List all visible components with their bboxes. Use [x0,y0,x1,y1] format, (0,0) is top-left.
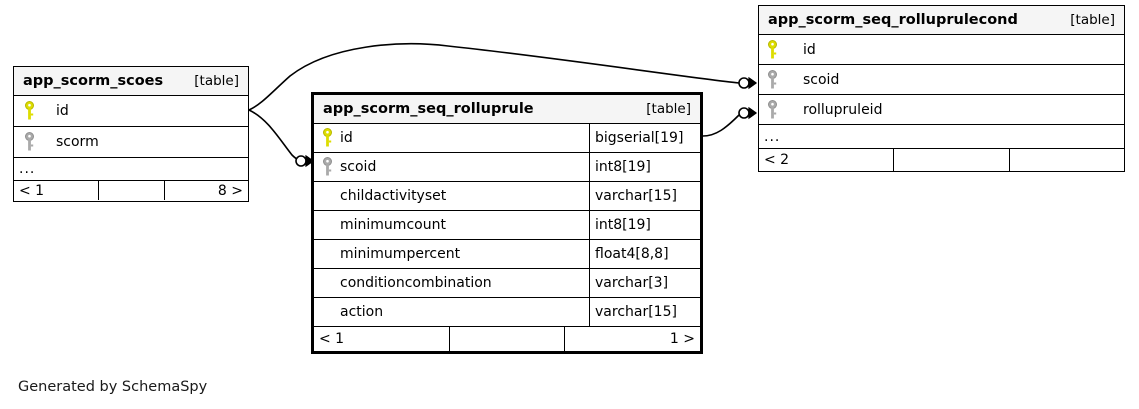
table-footer: < 1 1 > [314,327,700,351]
footer-child-count [1009,149,1124,171]
footer-middle [98,181,164,200]
table-row[interactable]: id [759,35,1124,65]
table-row[interactable]: minimumpercent float4[8,8] [314,240,700,269]
ellipsis-label: ... [764,128,781,145]
column-name: minimumcount [340,217,446,233]
more-columns-indicator: ... [14,158,248,181]
column-name: id [803,41,816,58]
column-type: int8[19] [589,211,700,239]
footer-child-count: 1 > [564,327,700,351]
table-row[interactable]: childactivityset varchar[15] [314,182,700,211]
footer-middle [893,149,1009,171]
table-row[interactable]: scoid [759,65,1124,95]
primary-key-icon [14,96,44,126]
crowsfoot-rolluprulecond-scoid [748,76,758,90]
table-type-tag: [table] [194,73,239,89]
table-header-app-scorm-seq-rolluprulecond: app_scorm_seq_rolluprulecond [table] [759,6,1124,35]
column-name: action [340,304,384,320]
footer-middle [449,327,564,351]
column-type: float4[8,8] [589,240,700,268]
footer-child-count: 8 > [164,181,248,200]
table-header-app-scorm-scoes: app_scorm_scoes [table] [14,67,248,96]
footer-parent-count: < 1 [319,331,345,347]
table-footer: < 1 8 > [14,181,248,200]
foreign-key-icon [759,65,785,94]
edge-scoes-to-rolluprule [248,109,301,162]
edge-endpoint-circle-rolluprule-scoid [295,155,307,167]
column-type: varchar[15] [589,182,700,210]
footer-parent-count: < 2 [764,152,790,168]
column-name: scoid [340,159,377,175]
table-type-tag: [table] [646,101,691,117]
table-row[interactable]: action varchar[15] [314,298,700,327]
column-type: varchar[3] [589,269,700,297]
ellipsis-label: ... [19,161,36,177]
no-key-placeholder [314,182,340,210]
column-name: scorm [56,134,99,150]
generated-by-credit: Generated by SchemaSpy [18,379,208,395]
foreign-key-icon [759,95,785,124]
table-type-tag: [table] [1070,12,1115,28]
column-name: scoid [803,71,840,88]
more-columns-indicator: ... [759,125,1124,149]
table-title: app_scorm_seq_rolluprule [323,101,534,117]
table-row[interactable]: scoid int8[19] [314,153,700,182]
no-key-placeholder [314,240,340,268]
table-header-app-scorm-seq-rolluprule: app_scorm_seq_rolluprule [table] [314,95,700,124]
table-row[interactable]: conditioncombination varchar[3] [314,269,700,298]
table-app-scorm-seq-rolluprulecond[interactable]: app_scorm_seq_rolluprulecond [table] id [758,5,1125,172]
column-type: bigserial[19] [589,124,700,152]
table-title: app_scorm_scoes [23,73,164,89]
column-name: conditioncombination [340,275,492,291]
table-app-scorm-scoes[interactable]: app_scorm_scoes [table] id [13,66,249,202]
column-name: id [56,103,69,119]
edge-endpoint-circle-rolluprulecond-scoid [738,77,750,89]
table-row[interactable]: id bigserial[19] [314,124,700,153]
edge-endpoint-circle-rolluprulecond-rollupruleid [738,107,750,119]
column-type: varchar[15] [589,298,700,326]
column-type: int8[19] [589,153,700,181]
column-name: minimumpercent [340,246,461,262]
table-row[interactable]: minimumcount int8[19] [314,211,700,240]
primary-key-icon [314,124,340,152]
column-name: childactivityset [340,188,447,204]
footer-parent-count: < 1 [19,182,45,199]
edge-rolluprule-to-rolluprulecond [702,114,740,137]
no-key-placeholder [314,211,340,239]
no-key-placeholder [314,269,340,297]
primary-key-icon [759,35,785,64]
table-row[interactable]: scorm [14,127,248,158]
no-key-placeholder [314,298,340,326]
crowsfoot-rolluprulecond-rollupruleid [748,106,758,120]
column-name: id [340,130,353,146]
table-row[interactable]: id [14,96,248,127]
table-row[interactable]: rollupruleid [759,95,1124,125]
column-name: rollupruleid [803,101,883,118]
foreign-key-icon [314,153,340,181]
table-app-scorm-seq-rolluprule[interactable]: app_scorm_seq_rolluprule [table] id bigs… [311,92,703,354]
table-title: app_scorm_seq_rolluprulecond [768,12,1018,28]
table-footer: < 2 [759,149,1124,171]
foreign-key-icon [14,127,44,157]
